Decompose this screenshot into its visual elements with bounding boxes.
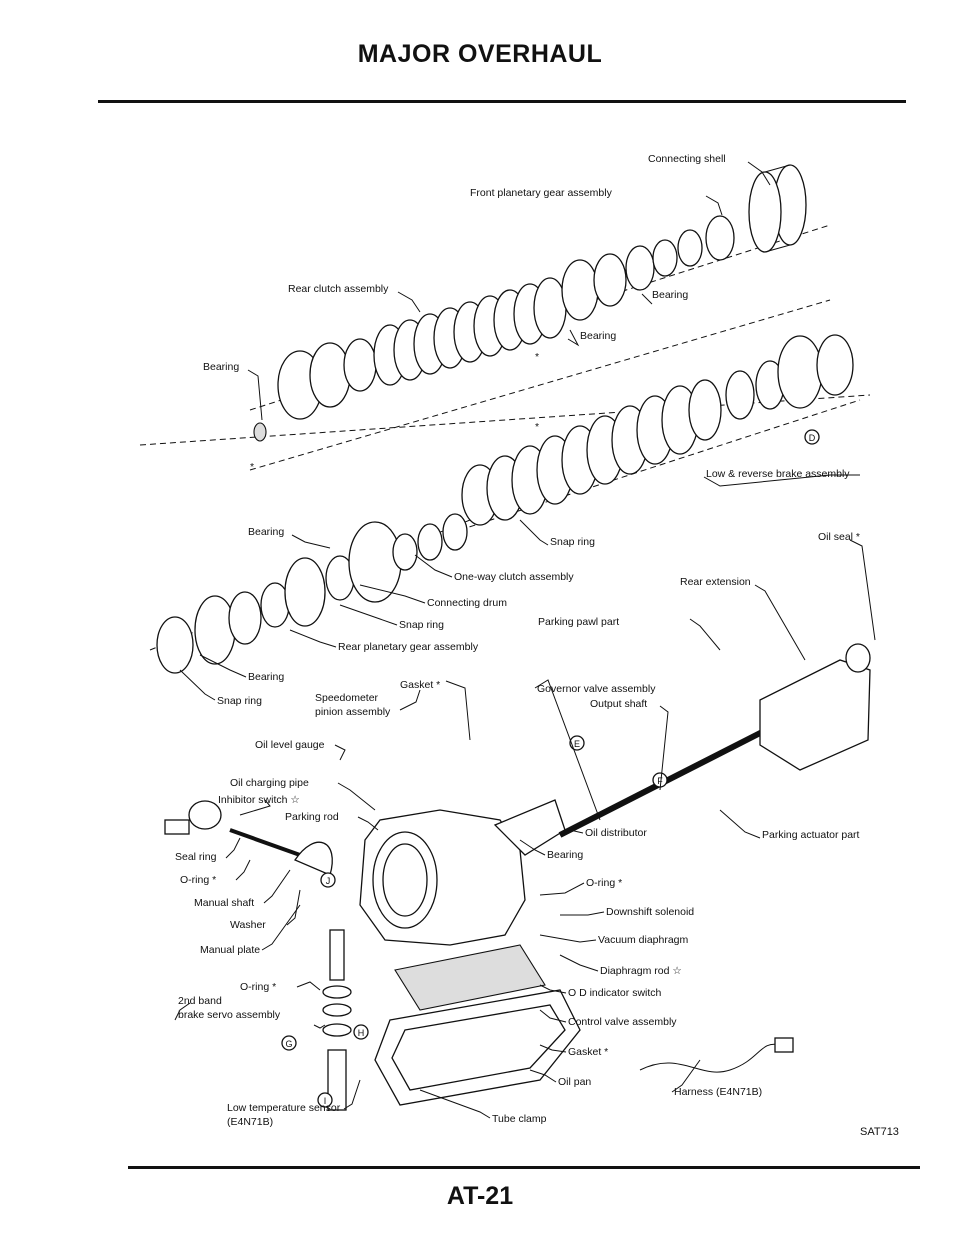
footer-rule [128, 1166, 920, 1169]
label-diaphragm-rod: Diaphragm rod ☆ [600, 965, 682, 977]
label-rear-clutch-assembly: Rear clutch assembly [288, 283, 389, 295]
label-gasket-bottom: Gasket * [568, 1046, 608, 1058]
control-valve-part [394, 944, 546, 1011]
marker-f-text: F [657, 776, 663, 786]
label-o-ring-shaft: O-ring * [180, 874, 216, 886]
star-marker: * [535, 421, 539, 433]
label-2nd-band-line2: brake servo assembly [178, 1009, 281, 1021]
label-bearing-lower: Bearing [248, 526, 284, 538]
label-snap-ring-mid: Snap ring [399, 619, 444, 631]
page-number: AT-21 [446, 1182, 514, 1210]
marker-h-circle [353, 1024, 369, 1040]
marker-i-text: I [324, 1096, 327, 1106]
label-output-shaft: Output shaft [590, 698, 647, 710]
marker-j-circle [320, 872, 336, 888]
transmission-case [359, 799, 566, 946]
label-bearing-case: Bearing [547, 849, 583, 861]
label-gasket-top: Gasket * [400, 679, 440, 691]
marker-d-text: D [809, 433, 816, 443]
label-2nd-band-line1: 2nd band [178, 995, 222, 1007]
label-snap-ring-left: Snap ring [217, 695, 262, 707]
label-parking-rod: Parking rod [285, 811, 339, 823]
label-parking-actuator-part: Parking actuator part [762, 829, 860, 841]
inhibitor-switch-part [164, 800, 222, 835]
marker-h-text: H [358, 1028, 365, 1038]
label-bearing-left-lower: Bearing [248, 671, 284, 683]
label-oil-pan: Oil pan [558, 1076, 591, 1088]
label-vacuum-diaphragm: Vacuum diaphragm [598, 934, 689, 946]
label-washer: Washer [230, 919, 266, 931]
label-connecting-drum: Connecting drum [427, 597, 507, 609]
figure-code: SAT713 [860, 1126, 899, 1138]
marker-g-circle [281, 1035, 297, 1051]
label-downshift-solenoid: Downshift solenoid [606, 906, 694, 918]
label-low-temp-line1: Low temperature sensor [227, 1102, 341, 1114]
oil-pan-part [374, 989, 581, 1106]
label-rear-planetary-gear-assembly: Rear planetary gear assembly [338, 641, 479, 653]
marker-e-text: E [574, 739, 580, 749]
label-od-indicator-switch: O D indicator switch [568, 987, 662, 999]
label-oil-level-gauge: Oil level gauge [255, 739, 325, 751]
star-marker: * [250, 461, 254, 473]
label-control-valve-assembly: Control valve assembly [568, 1016, 677, 1028]
marker-g-text: G [285, 1039, 292, 1049]
label-one-way-clutch-assembly: One-way clutch assembly [454, 571, 574, 583]
label-tube-clamp: Tube clamp [492, 1113, 547, 1125]
label-manual-plate: Manual plate [200, 944, 260, 956]
label-speedometer-line2: pinion assembly [315, 706, 391, 718]
label-oil-charging-pipe: Oil charging pipe [230, 777, 309, 789]
marker-d-circle [804, 429, 820, 445]
label-oil-seal: Oil seal * [818, 531, 860, 543]
label-inhibitor-switch: Inhibitor switch ☆ [218, 794, 300, 806]
rear-planetary-stack [149, 513, 471, 674]
low-reverse-brake-stack [459, 334, 861, 531]
label-speedometer-line1: Speedometer [315, 692, 379, 704]
marker-j-text: J [326, 876, 331, 886]
label-snap-ring-upper: Snap ring [550, 536, 595, 548]
label-seal-ring: Seal ring [175, 851, 217, 863]
harness-part [639, 1037, 794, 1073]
label-o-ring-right: O-ring * [586, 877, 622, 889]
label-bearing-front: Bearing [652, 289, 688, 301]
leader-lines [174, 161, 876, 1119]
header-rule [98, 100, 906, 103]
star-marker: * [535, 351, 539, 363]
upper-clutch-assembly [139, 164, 871, 471]
marker-e-circle [569, 735, 585, 751]
label-bearing-left: Bearing [203, 361, 239, 373]
label-governor-valve-assembly: Governor valve assembly [537, 683, 656, 695]
label-low-temp-line2: (E4N71B) [227, 1116, 273, 1128]
page-title: MAJOR OVERHAUL [357, 40, 603, 68]
connecting-shell-part [748, 164, 807, 253]
label-o-ring-servo: O-ring * [240, 981, 276, 993]
label-harness: Harness (E4N71B) [674, 1086, 762, 1098]
label-connecting-shell: Connecting shell [648, 153, 726, 165]
label-bearing-mid: Bearing [580, 330, 616, 342]
label-front-planetary-gear-assembly: Front planetary gear assembly [470, 187, 613, 199]
label-rear-extension: Rear extension [680, 576, 751, 588]
rear-extension-part [759, 643, 871, 771]
clutch-disc-stack-upper [277, 215, 735, 420]
bearing-part [253, 422, 267, 442]
label-oil-distributor: Oil distributor [585, 827, 647, 839]
label-low-reverse-brake-assembly: Low & reverse brake assembly [706, 468, 850, 480]
label-parking-pawl-part: Parking pawl part [538, 616, 619, 628]
label-manual-shaft: Manual shaft [194, 897, 254, 909]
servo-assembly-part [322, 929, 352, 1111]
marker-i-circle [317, 1092, 333, 1108]
